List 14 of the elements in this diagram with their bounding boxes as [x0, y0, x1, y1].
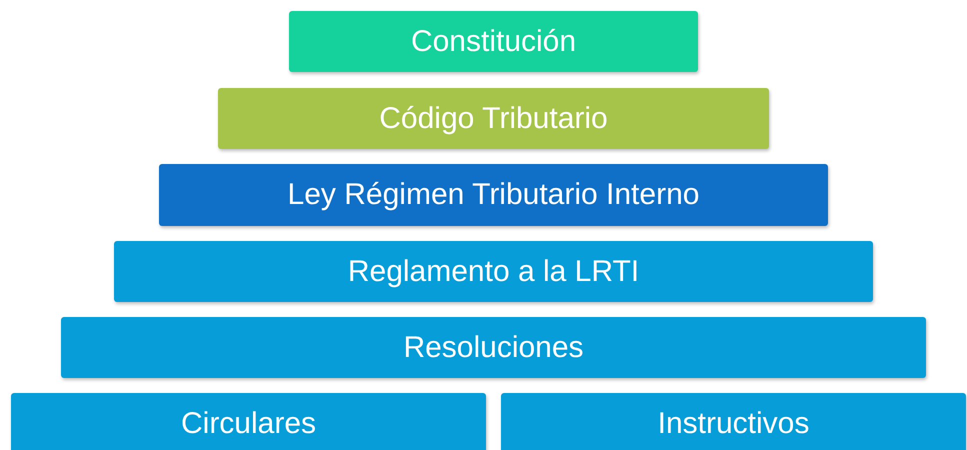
level-label: Constitución: [410, 26, 576, 56]
level-label: Instructivos: [658, 409, 810, 439]
level-bar: [501, 393, 966, 450]
level-bar: [159, 164, 828, 226]
level-label: Ley Régimen Tributario Interno: [288, 180, 700, 210]
level-bar: [61, 317, 926, 378]
level-bar: [218, 88, 769, 149]
level-bar: [11, 393, 486, 450]
level-label: Reglamento a la LRTI: [348, 256, 640, 286]
level-bar: [289, 11, 698, 72]
level-label: Código Tributario: [379, 104, 608, 134]
level-label: Circulares: [180, 409, 316, 439]
level-label: Resoluciones: [403, 332, 584, 362]
level-bar: [114, 241, 873, 302]
